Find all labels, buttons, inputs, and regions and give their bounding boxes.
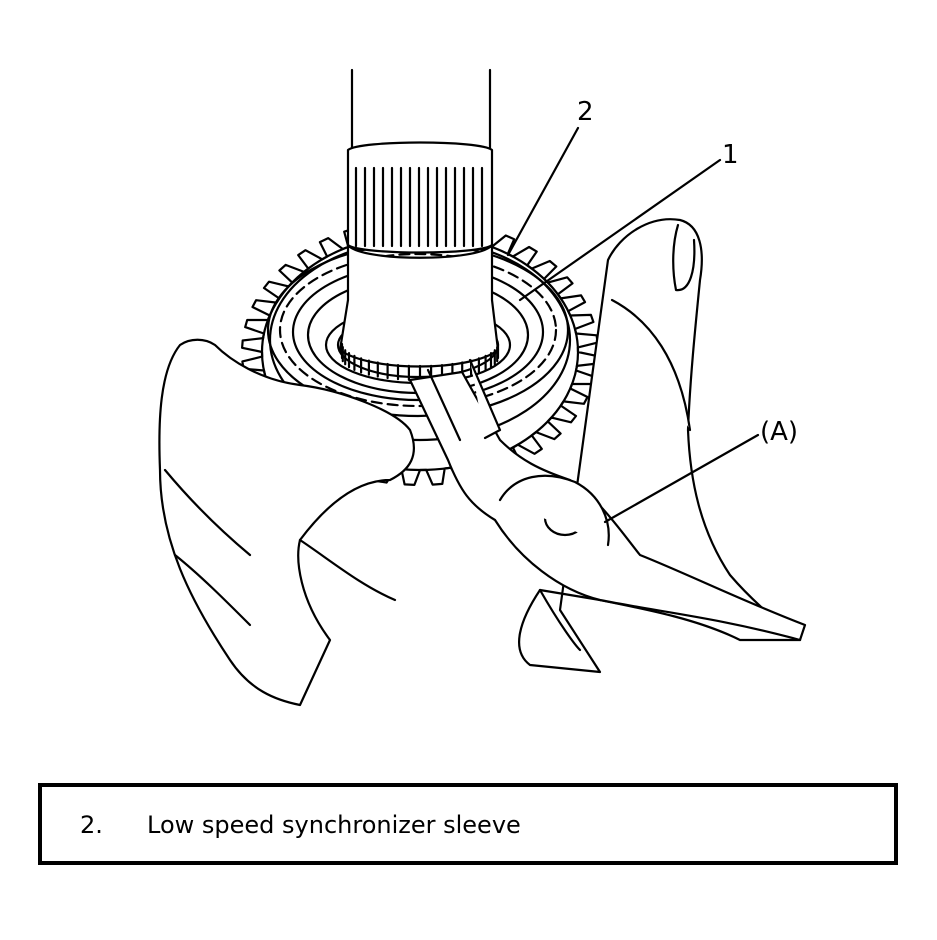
legend-box: 2. Low speed synchronizer sleeve xyxy=(38,783,898,865)
left-hand xyxy=(158,338,415,707)
callout-1: 1 xyxy=(722,140,739,170)
shaft xyxy=(338,68,500,382)
shaft-splines xyxy=(354,166,484,248)
callout-2: 2 xyxy=(577,97,594,127)
callout-a: (A) xyxy=(760,417,798,447)
ring-splines xyxy=(340,342,500,382)
leader-line-2 xyxy=(506,126,580,257)
leader-line-a xyxy=(603,433,760,524)
leader-line-1 xyxy=(518,158,722,302)
legend-item-number: 2. xyxy=(80,811,103,839)
legend-item-label: Low speed synchronizer sleeve xyxy=(147,811,521,839)
snap-ring-pliers xyxy=(408,358,807,652)
technical-illustration: 2 1 (A) xyxy=(158,68,807,707)
